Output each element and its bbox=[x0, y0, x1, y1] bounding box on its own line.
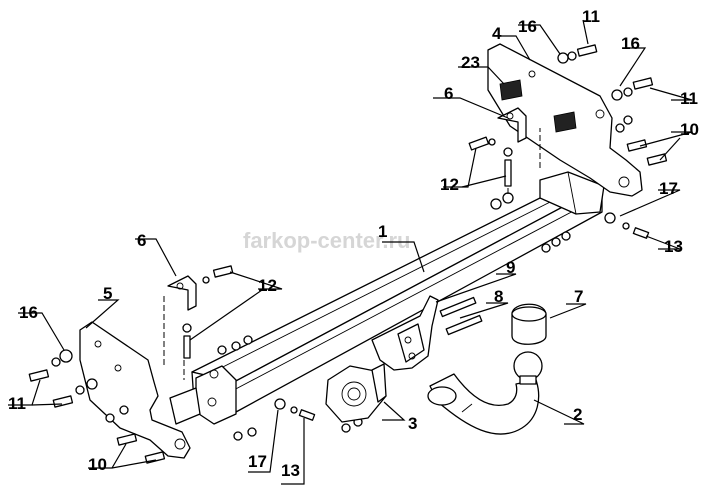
label-part-1: 1 bbox=[378, 222, 387, 241]
label-part-2: 2 bbox=[573, 405, 582, 424]
label-part-7: 7 bbox=[574, 287, 583, 306]
label-part-16-right: 16 bbox=[621, 34, 640, 53]
ball-cover-part bbox=[511, 303, 547, 345]
label-part-16-left: 16 bbox=[19, 303, 38, 322]
socket-plate-part bbox=[325, 363, 387, 423]
label-part-5: 5 bbox=[103, 284, 112, 303]
label-part-17-left: 17 bbox=[248, 452, 267, 471]
label-part-6-lower: 6 bbox=[137, 231, 146, 250]
label-part-4: 4 bbox=[492, 24, 502, 43]
label-part-12-lower: 12 bbox=[258, 276, 277, 295]
part-labels: 1 2 3 4 5 6 6 7 8 9 10 10 11 11 11 12 12… bbox=[8, 7, 699, 480]
label-part-8: 8 bbox=[494, 287, 503, 306]
left-side-bracket-part bbox=[79, 321, 201, 459]
label-part-11-top: 11 bbox=[582, 7, 600, 26]
label-part-6-upper: 6 bbox=[444, 84, 453, 103]
label-part-23: 23 bbox=[461, 53, 480, 72]
assembly-lines bbox=[163, 128, 541, 380]
label-part-17-right: 17 bbox=[659, 179, 678, 198]
crossbeam-part bbox=[191, 185, 603, 413]
leader-lines bbox=[8, 19, 693, 485]
label-part-13-left: 13 bbox=[281, 461, 300, 480]
label-part-11-right: 11 bbox=[680, 89, 698, 108]
label-part-16-top: 16 bbox=[518, 17, 537, 36]
label-part-10-left: 10 bbox=[88, 455, 107, 474]
right-beam-end bbox=[539, 171, 605, 215]
clip-part bbox=[499, 79, 577, 133]
watermark-text: farkop-center.ru bbox=[243, 228, 411, 253]
tow-ball-part bbox=[427, 351, 543, 435]
left-beam-end bbox=[195, 365, 237, 425]
l-bracket-lower bbox=[167, 275, 197, 311]
label-part-13-right: 13 bbox=[664, 237, 683, 256]
label-part-12-upper: 12 bbox=[440, 175, 459, 194]
label-part-3: 3 bbox=[408, 414, 417, 433]
label-part-11-left: 11 bbox=[8, 394, 26, 413]
hitch-mount-plate bbox=[371, 295, 483, 371]
hardware-set bbox=[28, 44, 668, 464]
label-part-9: 9 bbox=[506, 258, 515, 277]
label-part-10-right: 10 bbox=[680, 120, 699, 139]
